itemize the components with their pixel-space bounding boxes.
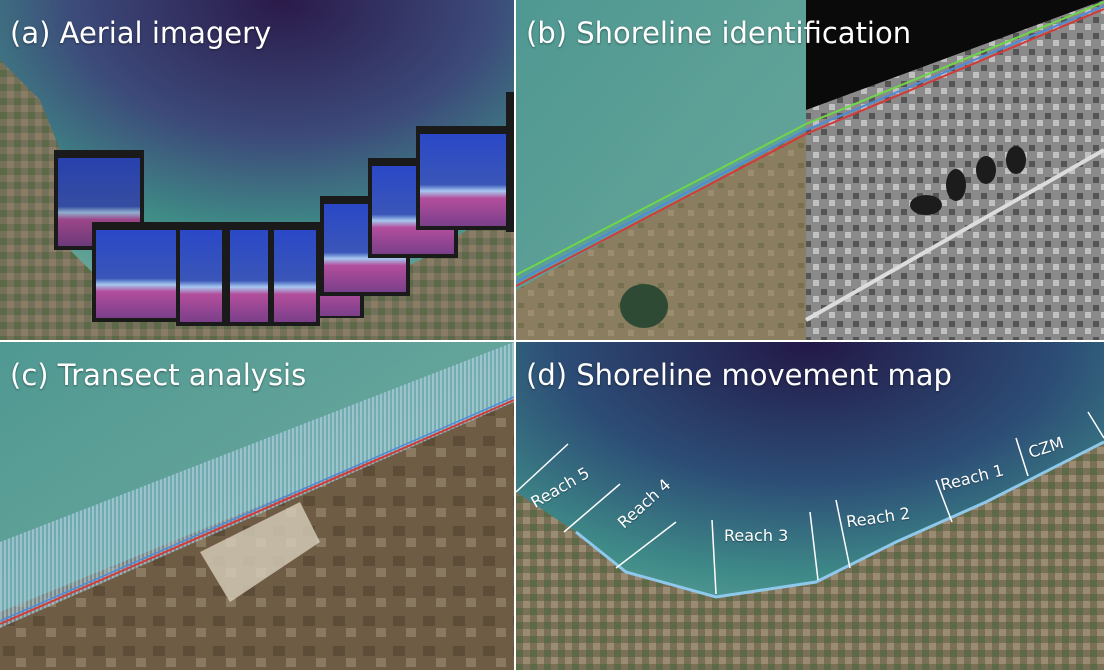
baseline-shoreline <box>0 399 514 625</box>
shoreline-identification-image <box>516 0 1104 340</box>
shoreline-movement-image <box>516 342 1104 670</box>
shoreline-red <box>516 8 1104 287</box>
shoreline-green <box>516 1 1104 276</box>
aerial-photo-frames <box>54 92 514 326</box>
aerial-imagery-image <box>0 0 514 340</box>
reach-boundaries <box>516 411 1104 595</box>
panel-title: (b) Shoreline identification <box>526 16 912 50</box>
transect-analysis-image <box>0 342 514 670</box>
reach-label-3: Reach 3 <box>724 526 789 545</box>
shoreline-movement-line <box>575 440 1104 599</box>
panel-transect-analysis: (c) Transect analysis <box>0 342 514 670</box>
panel-title: (a) Aerial imagery <box>10 16 272 50</box>
transect-lines <box>0 342 514 628</box>
wetland-ponds <box>910 146 1026 215</box>
panel-title: (d) Shoreline movement map <box>526 358 952 392</box>
panel-title: (c) Transect analysis <box>10 358 307 392</box>
panel-shoreline-identification: (b) Shoreline identification <box>516 0 1104 340</box>
shoreline-blue <box>516 5 1104 283</box>
panel-aerial-imagery: (a) Aerial imagery <box>0 0 514 340</box>
panel-shoreline-movement-map: (d) Shoreline movement map Reach 5 Reach… <box>516 342 1104 670</box>
